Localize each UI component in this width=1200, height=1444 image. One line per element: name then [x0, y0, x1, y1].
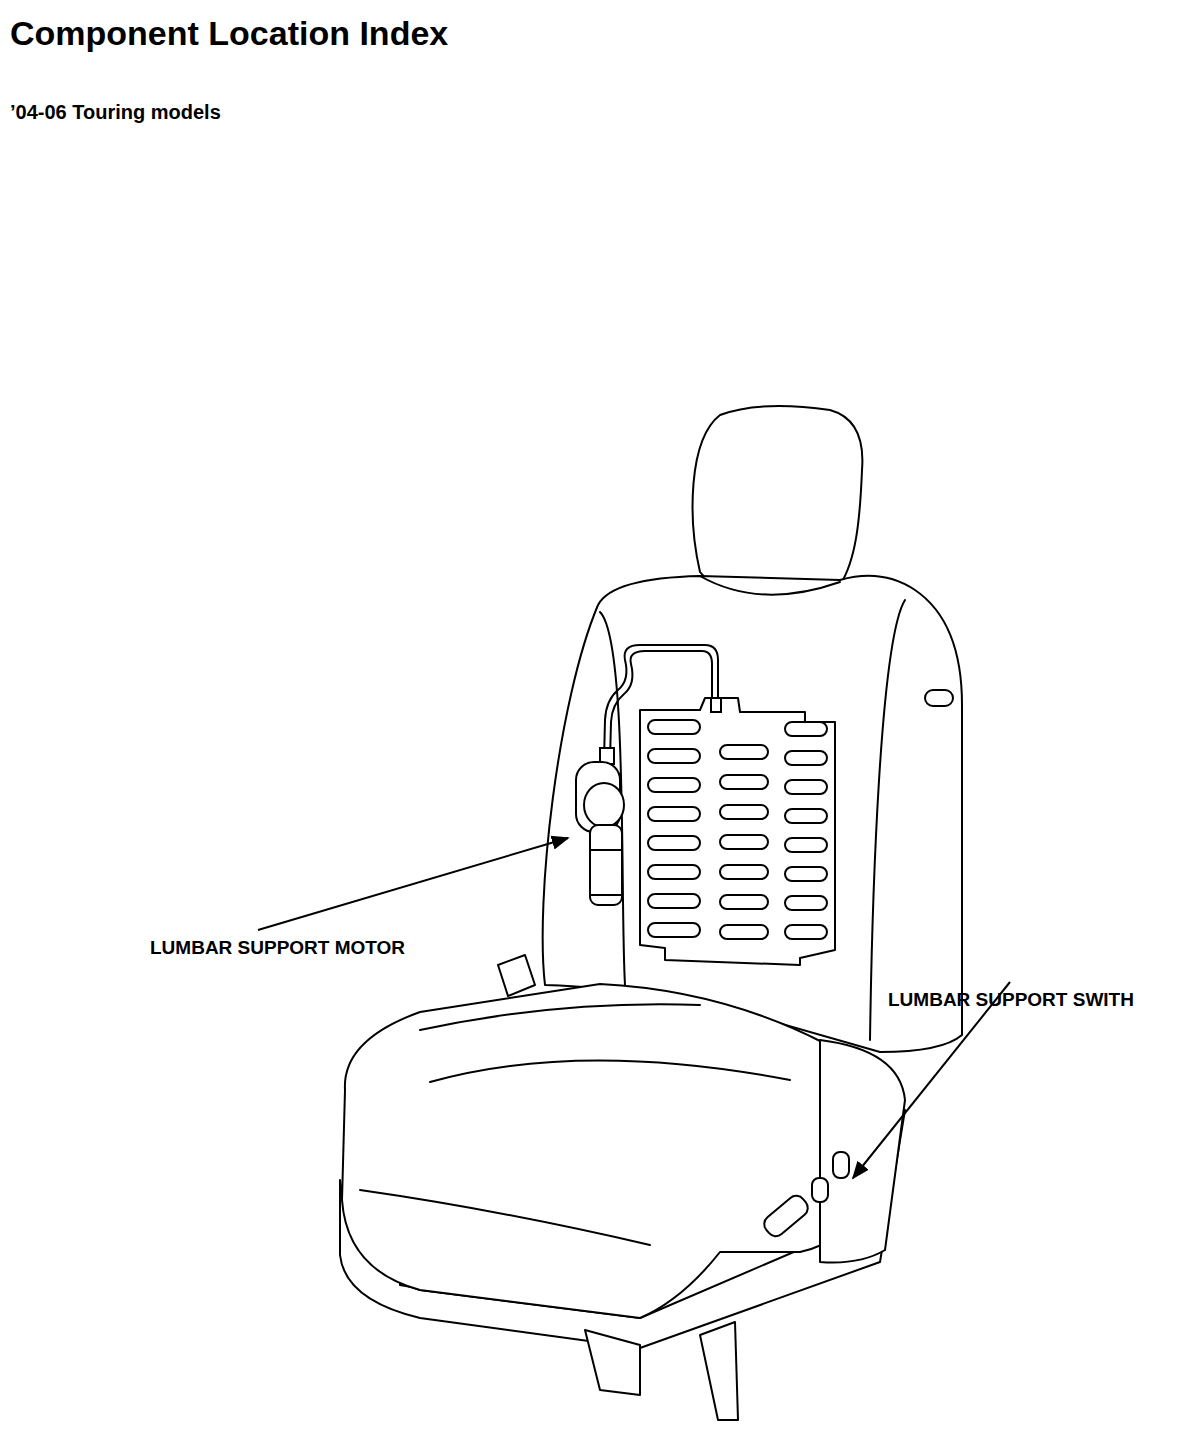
lumbar-slot [648, 749, 700, 763]
seatback [543, 576, 962, 1052]
motor-cable [604, 645, 718, 760]
part-label: LUMBAR SUPPORT MOTOR [150, 937, 405, 959]
recline-switch [812, 1178, 828, 1202]
seat-cushion [342, 984, 860, 1318]
motor-cable [610, 651, 712, 760]
lumbar-slot [720, 895, 768, 909]
side-trim [820, 1040, 905, 1263]
seat-rail [585, 1330, 640, 1395]
lumbar-slot [720, 925, 768, 939]
lumbar-switch [833, 1152, 849, 1178]
lumbar-slot [648, 778, 700, 792]
lumbar-plate [640, 698, 835, 965]
cable-connector [711, 698, 721, 712]
lumbar-slot [720, 835, 768, 849]
cushion-seam [360, 1004, 790, 1245]
lumbar-slot [785, 838, 827, 852]
lumbar-slot [720, 775, 768, 789]
lumbar-slot [785, 925, 827, 939]
lumbar-slot [648, 865, 700, 879]
page-title: Component Location Index [10, 14, 448, 53]
seatback-lever [925, 690, 953, 706]
lumbar-slot [785, 809, 827, 823]
lumbar-slot [720, 805, 768, 819]
lumbar-motor-gear [584, 783, 624, 827]
lumbar-slot [785, 780, 827, 794]
leader-line [258, 838, 568, 930]
seatback-seam [600, 576, 905, 1040]
belt-buckle [498, 955, 535, 996]
lumbar-slot [648, 894, 700, 908]
leader-line [853, 982, 1010, 1178]
model-subtitle: ’04-06 Touring models [10, 101, 221, 124]
part-label: LUMBAR SUPPORT SWITH [888, 989, 1134, 1011]
lumbar-slot [648, 807, 700, 821]
lumbar-slot [720, 865, 768, 879]
lumbar-motor-body [590, 850, 622, 895]
seat-rail [700, 1322, 738, 1420]
headrest [693, 406, 863, 594]
lumbar-slot [785, 867, 827, 881]
lumbar-motor-body [590, 825, 622, 905]
lumbar-slot [648, 720, 700, 734]
lumbar-slot [648, 923, 700, 937]
lumbar-slot [785, 896, 827, 910]
lumbar-slot [785, 751, 827, 765]
seat-slide-switch [761, 1192, 812, 1240]
lumbar-slot [785, 722, 827, 736]
lumbar-slot [720, 745, 768, 759]
lumbar-slot [648, 836, 700, 850]
